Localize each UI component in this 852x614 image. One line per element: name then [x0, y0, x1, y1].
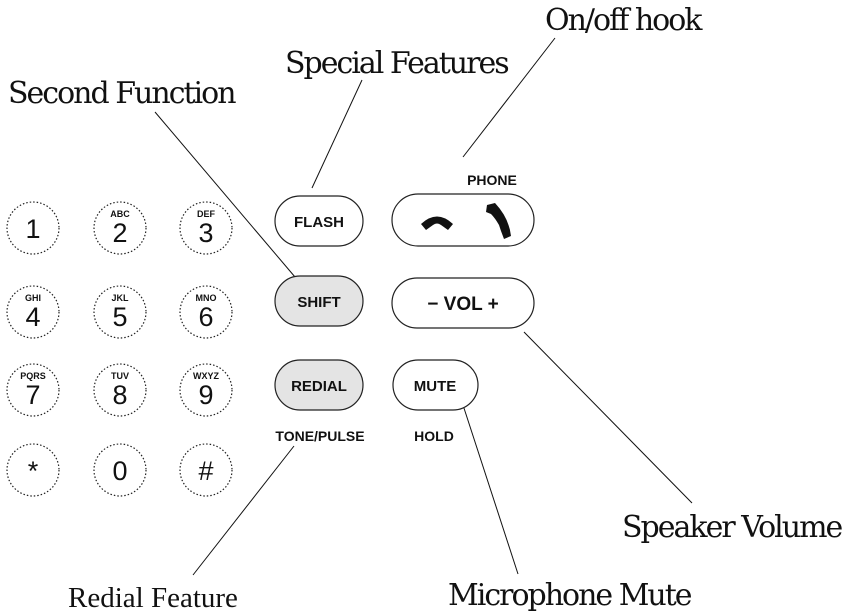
handset-down-icon — [421, 216, 453, 230]
flash-button-label: FLASH — [294, 214, 344, 231]
key-star[interactable]: * — [6, 443, 60, 497]
key-hash[interactable]: # — [179, 443, 233, 497]
key-letters: WXYZ — [193, 371, 220, 381]
phone-button-outline[interactable] — [391, 193, 535, 247]
key-digit: 1 — [25, 214, 40, 244]
handset-up-icon — [486, 203, 511, 239]
key-outline[interactable] — [179, 201, 233, 255]
key-letters: MNO — [196, 293, 217, 303]
key-digit: # — [198, 456, 213, 486]
key-letters: TUV — [111, 371, 129, 381]
key-letters: JKL — [111, 293, 129, 303]
key-digit: 2 — [112, 218, 127, 248]
leader-special-features — [311, 79, 363, 189]
volume-button-outline[interactable] — [391, 277, 535, 329]
redial-button-outline[interactable] — [274, 359, 364, 411]
key-digit: 9 — [198, 380, 213, 410]
volume-button-label: − VOL + — [427, 294, 498, 315]
leader-microphone-mute — [461, 401, 519, 575]
key-digit: 0 — [112, 456, 127, 486]
flash-button-outline[interactable] — [274, 195, 364, 247]
redial-button-label: REDIAL — [291, 378, 347, 395]
key-outline[interactable] — [179, 285, 233, 339]
leader-redial-feature — [192, 445, 295, 576]
redial-button[interactable]: REDIAL — [274, 359, 364, 411]
mute-button-label: MUTE — [414, 378, 457, 395]
key-digit: 7 — [25, 380, 40, 410]
key-outline[interactable] — [93, 201, 147, 255]
key-digit: 8 — [112, 380, 127, 410]
callout-second-function: Second Function — [8, 76, 236, 111]
shift-button-outline[interactable] — [274, 275, 364, 327]
key-digit: * — [28, 456, 39, 486]
flash-button[interactable]: FLASH — [274, 195, 364, 247]
phone-hook-button[interactable] — [391, 193, 535, 247]
leader-speaker-volume — [523, 331, 693, 504]
key-letters: PQRS — [20, 371, 46, 381]
key-1[interactable]: 1 — [6, 201, 60, 255]
key-outline[interactable] — [93, 443, 147, 497]
hold-label: HOLD — [414, 428, 454, 444]
key-outline[interactable] — [179, 443, 233, 497]
callout-redial-feature: Redial Feature — [68, 582, 238, 614]
shift-button-label: SHIFT — [297, 294, 340, 311]
key-digit: 4 — [25, 302, 40, 332]
key-outline[interactable] — [93, 285, 147, 339]
key-digit: 3 — [198, 218, 213, 248]
mute-button-outline[interactable] — [392, 359, 479, 411]
key-outline[interactable] — [6, 363, 60, 417]
key-outline[interactable] — [179, 363, 233, 417]
shift-button[interactable]: SHIFT — [274, 275, 364, 327]
key-outline[interactable] — [6, 443, 60, 497]
key-0[interactable]: 0 — [93, 443, 147, 497]
mute-button[interactable]: MUTE — [392, 359, 479, 411]
key-outline[interactable] — [93, 363, 147, 417]
callout-speaker-volume: Speaker Volume — [622, 510, 843, 545]
key-letters: ABC — [110, 209, 130, 219]
key-outline[interactable] — [6, 201, 60, 255]
callout-special-features: Special Features — [285, 46, 508, 81]
tone-pulse-label: TONE/PULSE — [275, 428, 364, 444]
leader-second-function — [154, 111, 296, 278]
key-digit: 5 — [112, 302, 127, 332]
key-digit: 6 — [198, 302, 213, 332]
leader-on-off-hook — [462, 37, 556, 158]
phone-label: PHONE — [467, 172, 517, 188]
key-outline[interactable] — [6, 285, 60, 339]
callout-on-off-hook: On/off hook — [545, 3, 703, 38]
callout-microphone-mute: Microphone Mute — [448, 578, 692, 613]
key-letters: GHI — [25, 293, 41, 303]
key-letters: DEF — [197, 209, 216, 219]
volume-button[interactable]: − VOL + — [391, 277, 535, 329]
